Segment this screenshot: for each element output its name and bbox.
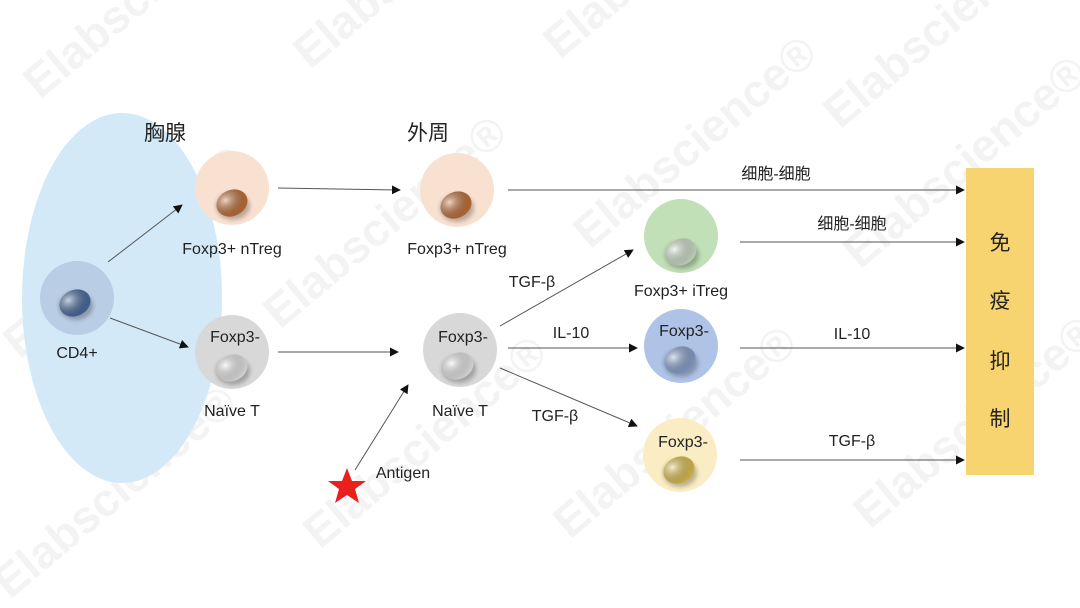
- cell-label: Naïve T: [204, 403, 260, 420]
- outcome-char: 抑: [990, 350, 1011, 373]
- cell-body: [195, 315, 269, 389]
- mechanism-label: 细胞-细胞: [741, 165, 810, 183]
- cell-body: [195, 151, 269, 225]
- cell-label: Foxp3+ iTreg: [634, 283, 728, 300]
- antigen-label: Antigen: [376, 465, 430, 482]
- arrow-ntreg-to-periphery: [277, 185, 401, 195]
- cell-thymus-naive: Foxp3- Naïve T: [195, 315, 269, 420]
- cell-tgf: Foxp3-: [643, 418, 717, 492]
- arrow-cd4-to-ntreg: [107, 204, 183, 263]
- cell-inner-label: Foxp3-: [658, 434, 708, 451]
- arrows: [107, 185, 965, 471]
- periphery-title: 外周: [407, 122, 449, 145]
- mechanism-label: 细胞-细胞: [817, 215, 886, 233]
- nucleus-highlight: [440, 191, 472, 219]
- nucleus-highlight: [665, 238, 697, 266]
- cell-body: [420, 153, 494, 227]
- cell-inner-label: Foxp3-: [438, 329, 488, 346]
- cell-inner-label: Foxp3-: [659, 323, 709, 340]
- cell-periphery-naive: Foxp3- Naïve T: [423, 313, 497, 420]
- cell-periphery-ntreg: Foxp3+ nTreg: [407, 153, 507, 258]
- cell-inner-label: Foxp3-: [210, 329, 260, 346]
- arrow-antigen: [354, 384, 409, 471]
- arrow-to-itreg: [499, 249, 634, 327]
- cell-body: [644, 309, 718, 383]
- cell-cd4: CD4+: [40, 261, 114, 362]
- nucleus-highlight: [216, 354, 248, 382]
- mechanism-label: IL-10: [834, 326, 871, 343]
- outcome-char: 疫: [990, 290, 1011, 313]
- nucleus-highlight: [216, 189, 248, 217]
- signal-label-tgf-itreg: TGF-β: [509, 274, 556, 291]
- watermark-logo: Elabscience®: [13, 0, 276, 108]
- watermark-logo: Elabscience®: [283, 0, 546, 78]
- antigen-star-icon: [328, 468, 366, 503]
- cell-body: [643, 418, 717, 492]
- thymus-title: 胸腺: [144, 122, 186, 145]
- cell-thymus-ntreg: Foxp3+ nTreg: [182, 151, 282, 258]
- watermark-logo: Elabscience®: [843, 305, 1080, 538]
- nucleus-highlight: [59, 289, 91, 317]
- nucleus-highlight: [663, 456, 695, 484]
- signal-label-il10: IL-10: [553, 325, 590, 342]
- nucleus-highlight: [664, 346, 696, 374]
- arrow-to-tgfcell: [499, 367, 638, 427]
- mechanism-label: TGF-β: [829, 433, 876, 450]
- cell-il10: Foxp3-: [644, 309, 718, 383]
- cell-itreg: Foxp3+ iTreg: [634, 199, 728, 300]
- outcome-char: 制: [990, 408, 1011, 431]
- cell-label: Naïve T: [432, 403, 488, 420]
- signal-label-tgf: TGF-β: [532, 408, 579, 425]
- cell-label: Foxp3+ nTreg: [182, 241, 281, 258]
- immune-suppression-box: [966, 168, 1034, 475]
- watermark-logo: Elabscience®: [253, 105, 516, 338]
- arrow-cd4-to-naive: [109, 317, 189, 349]
- cell-label: CD4+: [56, 345, 97, 362]
- thymus-region: [22, 113, 222, 483]
- cell-label: Foxp3+ nTreg: [407, 241, 506, 258]
- outcome-char: 免: [990, 232, 1011, 255]
- cell-body: [644, 199, 718, 273]
- nucleus-highlight: [442, 352, 474, 380]
- cell-body: [423, 313, 497, 387]
